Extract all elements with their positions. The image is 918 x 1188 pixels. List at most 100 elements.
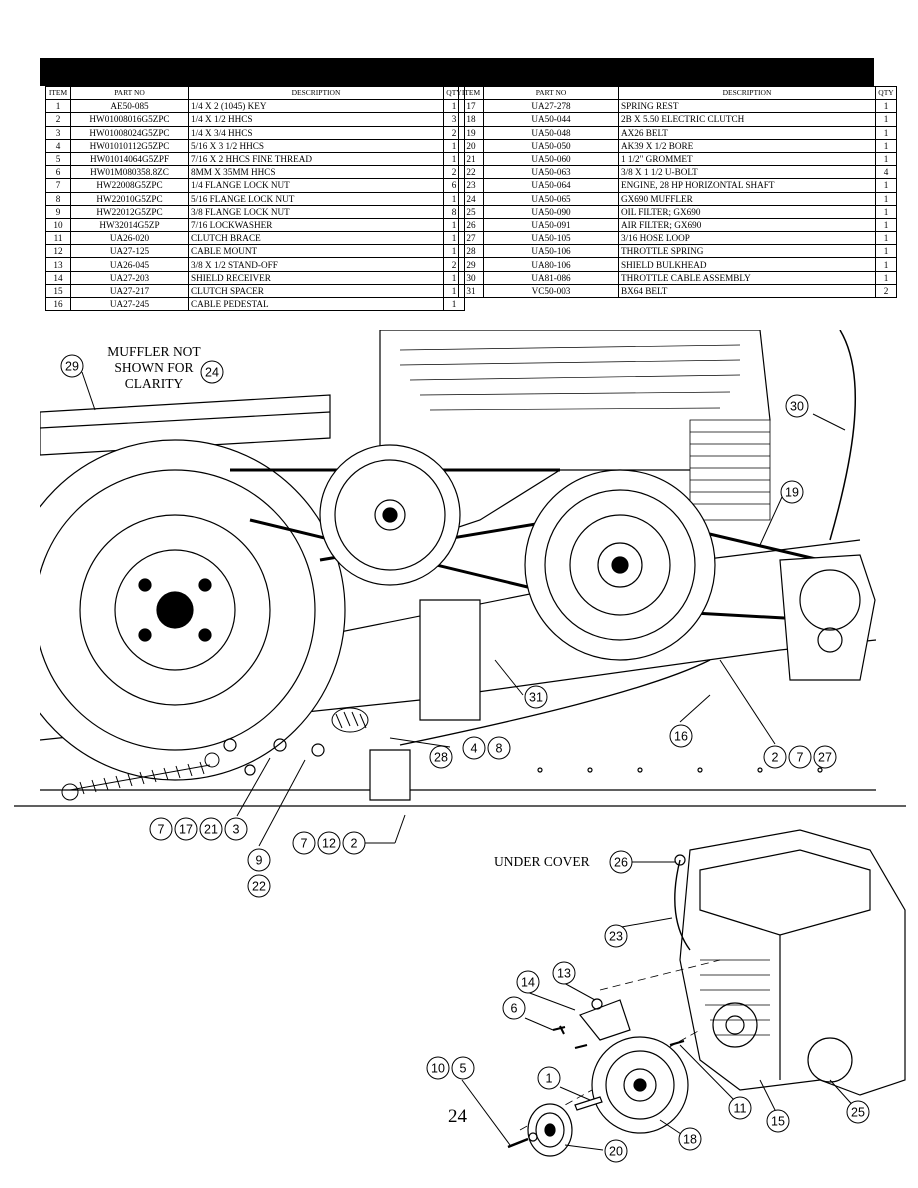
svg-text:11: 11	[734, 1102, 747, 1116]
svg-text:19: 19	[785, 486, 799, 500]
callout-4: 4	[462, 736, 486, 760]
page-number: 24	[448, 1106, 467, 1127]
svg-text:12: 12	[322, 837, 336, 851]
svg-text:9: 9	[256, 854, 263, 868]
svg-text:18: 18	[683, 1133, 697, 1147]
svg-text:13: 13	[557, 967, 571, 981]
qty-cell: 1	[875, 99, 897, 114]
svg-text:6: 6	[511, 1002, 518, 1016]
callout-12: 12	[317, 831, 341, 855]
callout-29: 29	[60, 354, 84, 378]
muffler-note-line2: SHOWN FOR	[114, 360, 193, 375]
svg-text:23: 23	[609, 930, 623, 944]
callout-26: 26	[609, 850, 633, 874]
svg-text:7: 7	[797, 751, 804, 765]
svg-text:15: 15	[771, 1115, 785, 1129]
part-no-cell: UA50-044	[483, 112, 619, 127]
svg-text:7: 7	[158, 823, 165, 837]
svg-text:1: 1	[546, 1072, 553, 1086]
description-cell: 1/4 X 2 (1045) KEY	[188, 99, 444, 114]
svg-text:21: 21	[204, 823, 218, 837]
callout-11: 11	[728, 1096, 752, 1120]
svg-text:2: 2	[772, 751, 779, 765]
svg-text:10: 10	[431, 1062, 445, 1076]
svg-text:16: 16	[674, 730, 688, 744]
muffler-note-line1: MUFFLER NOT	[107, 344, 201, 359]
callout-21: 21	[199, 817, 223, 841]
callout-1: 1	[537, 1066, 561, 1090]
svg-text:22: 22	[252, 880, 266, 894]
callout-3: 3	[224, 817, 248, 841]
svg-text:14: 14	[521, 976, 535, 990]
header-description: DESCRIPTION	[618, 85, 876, 101]
callout-2-top: 2	[763, 745, 787, 769]
part-no-cell: UA27-245	[70, 296, 189, 312]
callout-24: 24	[200, 360, 224, 384]
callout-7-top: 7	[788, 745, 812, 769]
table-title-banner	[40, 58, 874, 86]
callout-7-left: 7	[149, 817, 173, 841]
header-part-no: PART NO	[483, 85, 619, 101]
svg-text:8: 8	[496, 742, 503, 756]
callout-23: 23	[604, 924, 628, 948]
callout-13: 13	[552, 961, 576, 985]
callout-9: 9	[247, 848, 271, 872]
callout-leaders	[81, 371, 858, 1151]
item-cell: 31	[458, 283, 484, 299]
callout-10: 10	[426, 1056, 450, 1080]
header-item: ITEM	[45, 85, 71, 101]
callout-20: 20	[604, 1139, 628, 1163]
svg-text:29: 29	[65, 360, 79, 374]
callout-5: 5	[451, 1056, 475, 1080]
callout-22: 22	[247, 874, 271, 898]
callout-2-mid: 2	[342, 831, 366, 855]
svg-text:24: 24	[205, 366, 219, 380]
callout-18: 18	[678, 1127, 702, 1151]
part-no-cell: VC50-003	[483, 283, 619, 299]
description-cell: 2B X 5.50 ELECTRIC CLUTCH	[618, 112, 876, 127]
svg-text:3: 3	[233, 823, 240, 837]
callout-30: 30	[785, 394, 809, 418]
callout-bubbles: 29 24 30 19 31 16 28 4 8 2 7 27 7 17 21 …	[60, 354, 870, 1163]
drive-assembly-drawing	[40, 330, 876, 801]
svg-text:5: 5	[460, 1062, 467, 1076]
svg-text:30: 30	[790, 400, 804, 414]
svg-text:27: 27	[818, 751, 832, 765]
svg-text:4: 4	[471, 742, 478, 756]
callout-17: 17	[174, 817, 198, 841]
svg-text:31: 31	[529, 691, 543, 705]
qty-cell: 1	[875, 112, 897, 127]
callout-19: 19	[780, 480, 804, 504]
svg-text:7: 7	[301, 837, 308, 851]
callout-6: 6	[502, 996, 526, 1020]
callout-31: 31	[524, 685, 548, 709]
qty-cell: 2	[875, 283, 897, 299]
engine-exploded-view	[507, 829, 906, 1157]
description-cell: SPRING REST	[618, 99, 876, 114]
qty-cell: 1	[875, 231, 897, 246]
svg-text:26: 26	[614, 856, 628, 870]
